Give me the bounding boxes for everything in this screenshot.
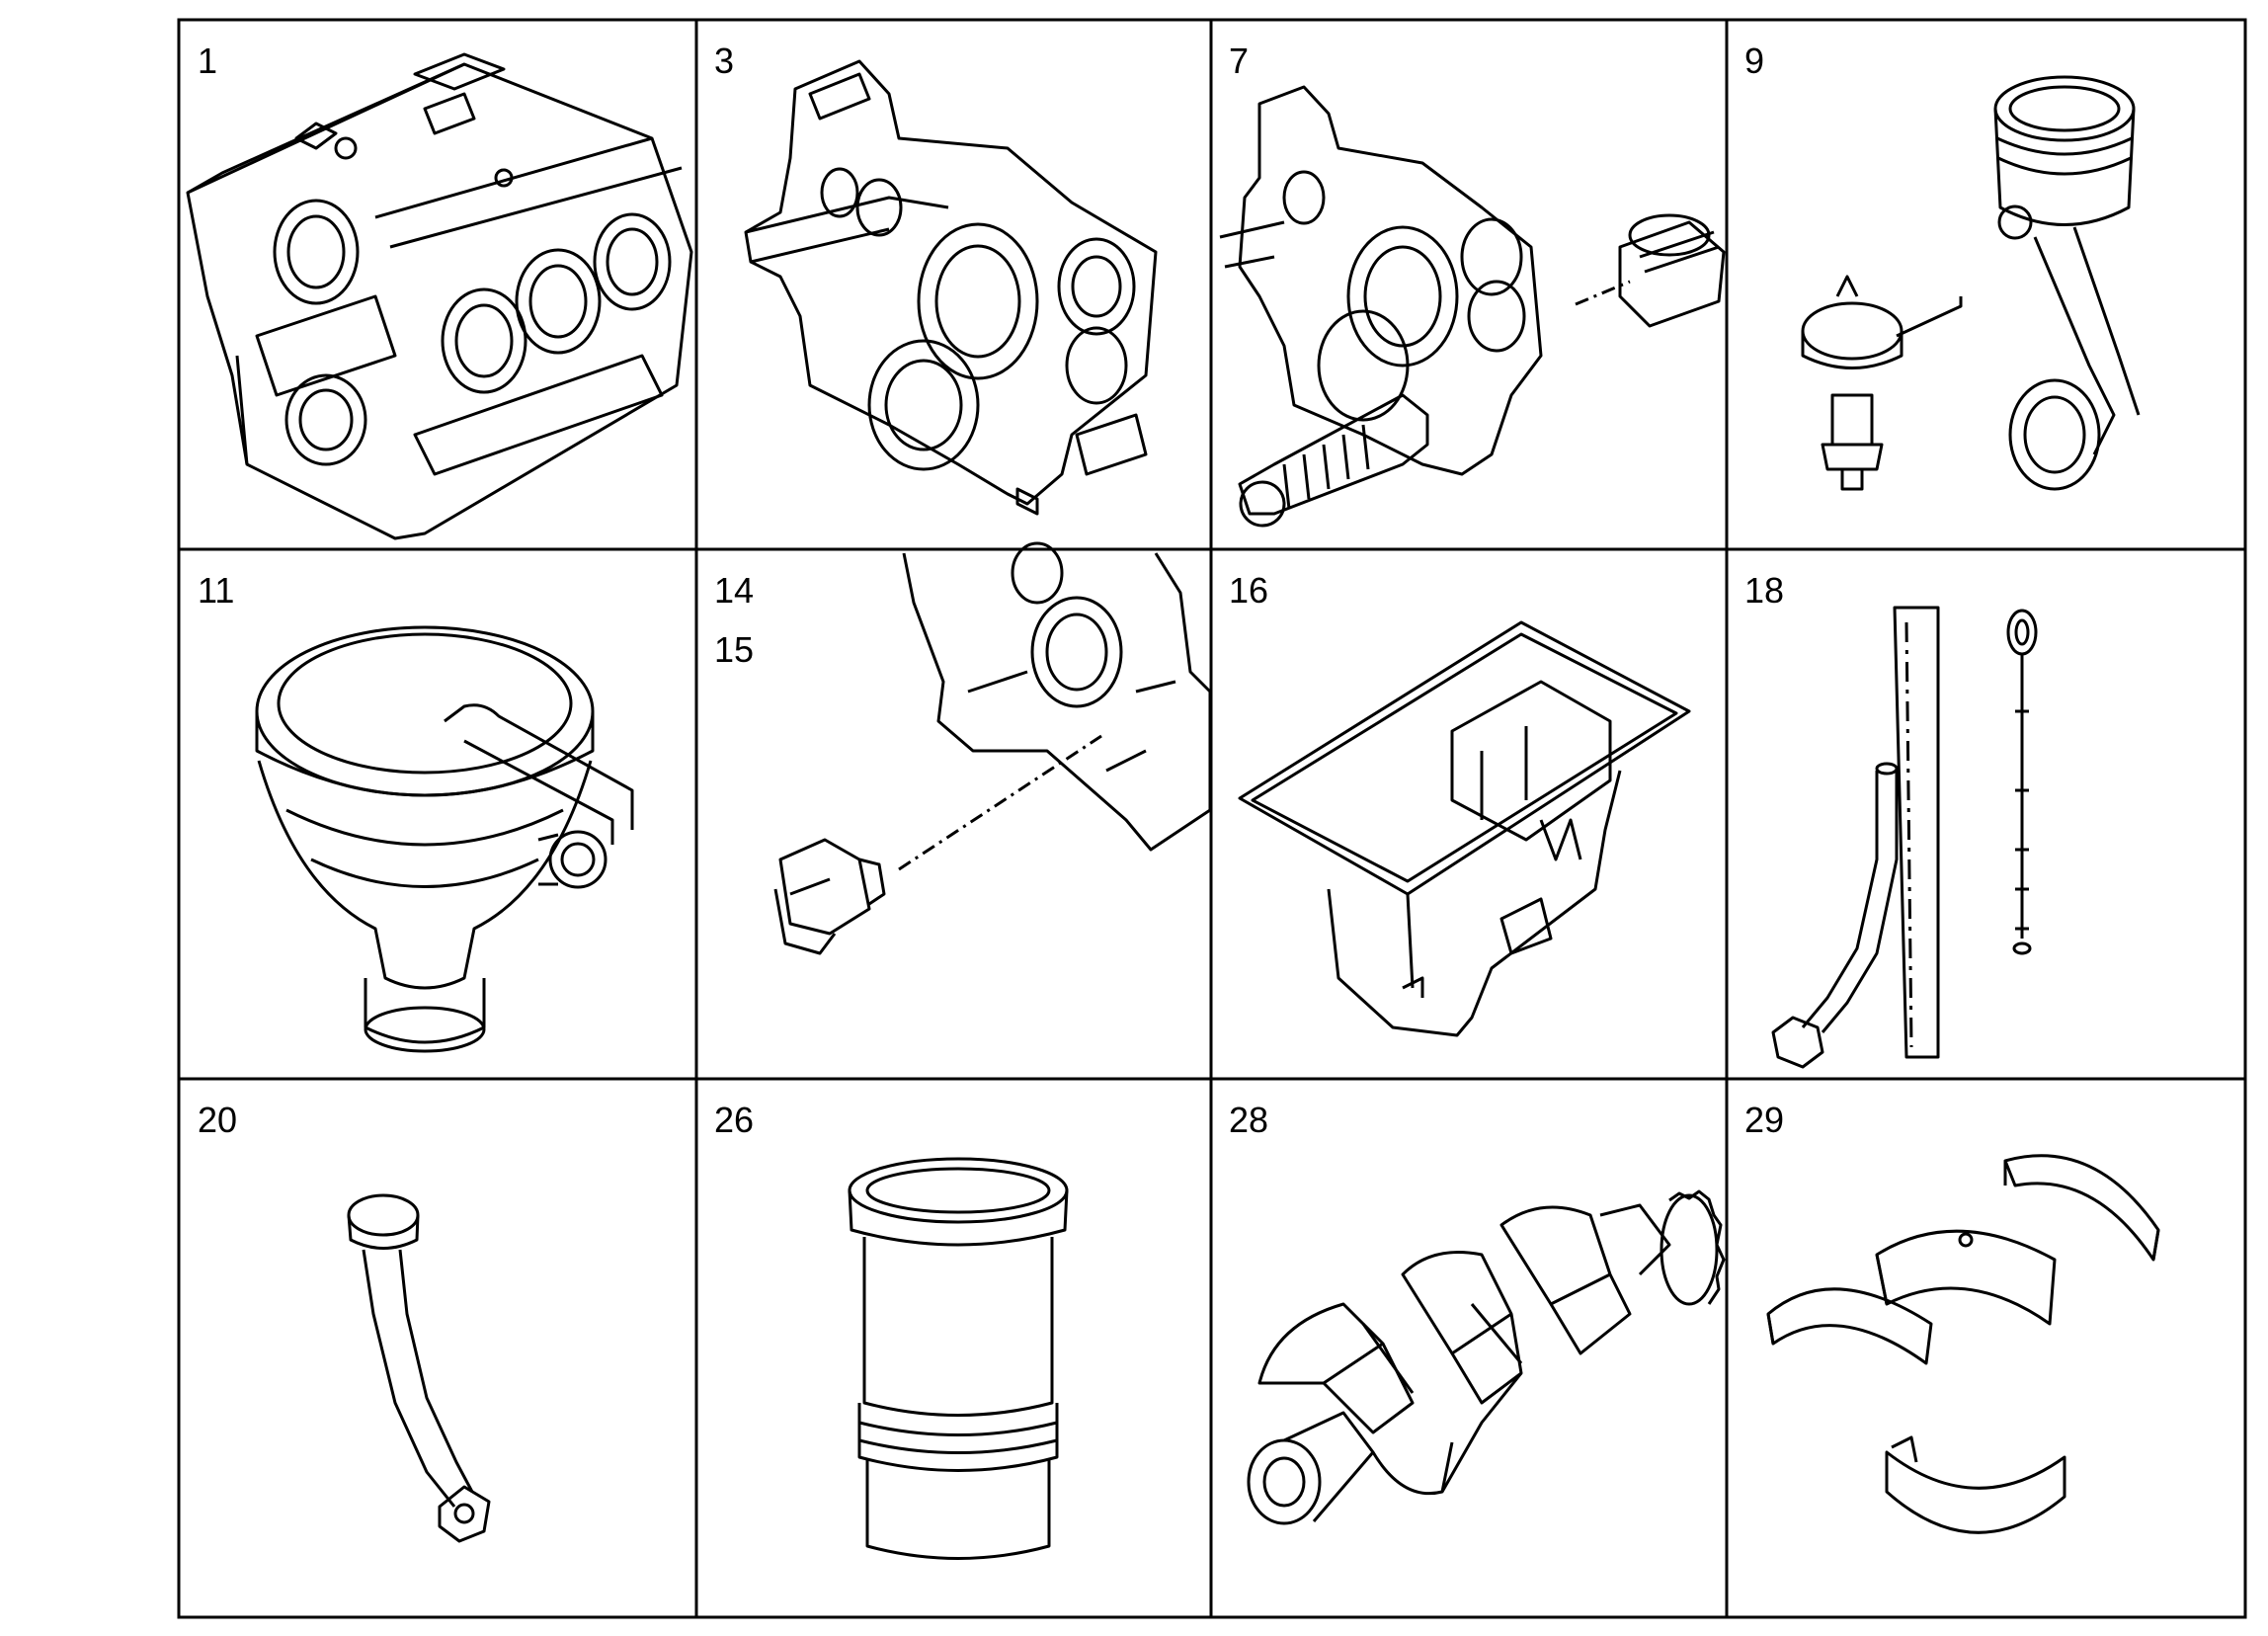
part-3-crankcase-end-drawing — [744, 59, 1158, 516]
grid-frame — [177, 18, 2247, 1619]
cell-label: 28 — [1229, 1100, 1269, 1140]
part-26-cylinder-liner-drawing — [848, 1157, 1069, 1560]
part-9-piston-drawing — [1801, 75, 2141, 491]
cell-label: 20 — [198, 1100, 238, 1140]
cell-label: 16 — [1229, 570, 1269, 611]
part-29-bearing-shells-drawing — [1766, 1154, 2160, 1534]
cell-label: 1 — [198, 41, 218, 81]
part-20-filler-tube-drawing — [347, 1193, 491, 1543]
cell-label: 26 — [714, 1100, 755, 1140]
part-14-15-screw-plug-drawing — [773, 541, 1212, 955]
cell-label: 29 — [1744, 1100, 1785, 1140]
part-28-crankshaft-drawing — [1247, 1189, 1726, 1525]
cell-label: 7 — [1229, 41, 1250, 81]
part-1-engine-block-drawing — [186, 52, 693, 540]
cell-label: 11 — [198, 570, 235, 611]
cell-label: 18 — [1744, 570, 1785, 611]
cell-label: 9 — [1744, 41, 1765, 81]
part-18-dipstick-drawing — [1771, 606, 2038, 1069]
cell-label: 15 — [714, 629, 755, 670]
part-16-oil-pan-drawing — [1238, 620, 1691, 1037]
cell-label: 3 — [714, 41, 735, 81]
part-11-filter-housing-drawing — [255, 625, 634, 1053]
cell-label: 14 — [714, 570, 755, 611]
part-7-crankcase-drawing — [1219, 85, 1726, 528]
